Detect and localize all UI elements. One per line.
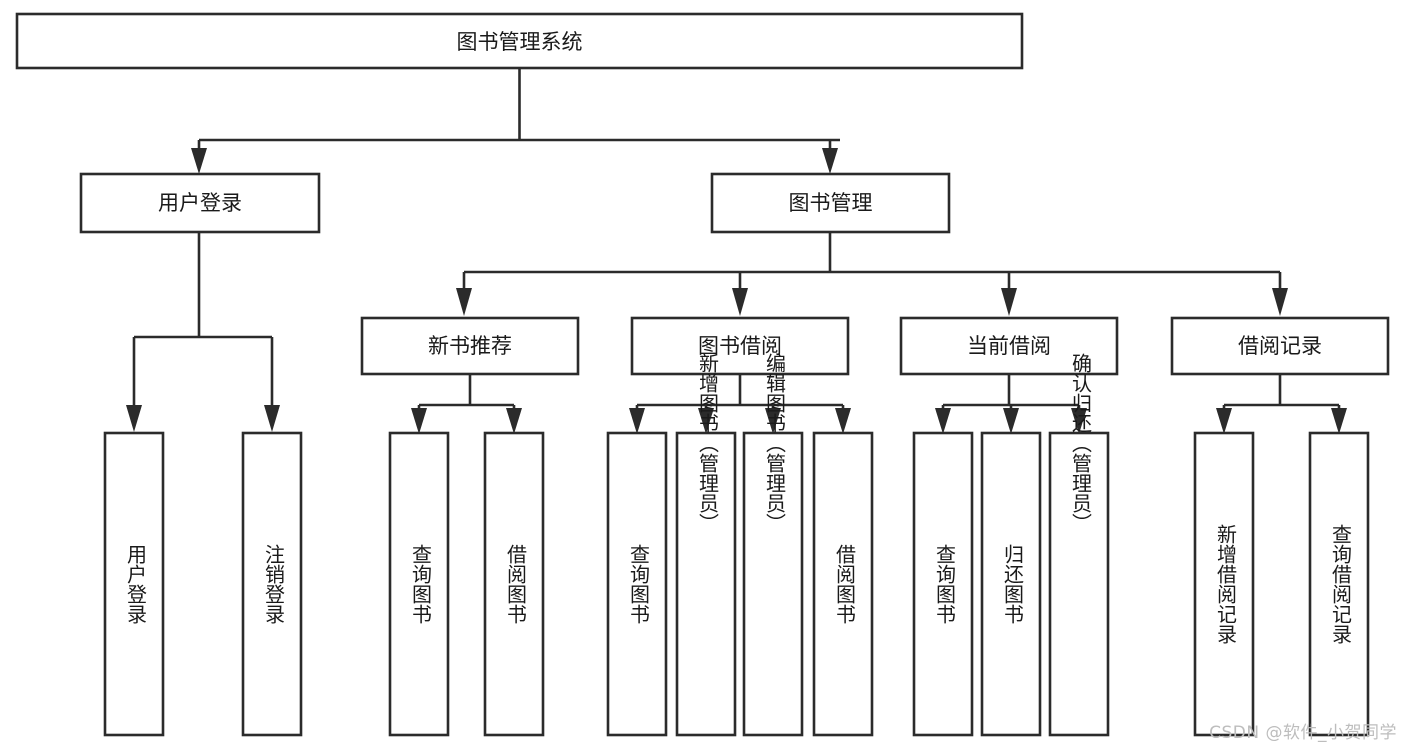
- connector-group-root-to-level2: [191, 68, 840, 174]
- arrow-head-cb-leaf-1: [935, 408, 951, 434]
- leaf-node-user-login-box[interactable]: [103, 431, 165, 737]
- leaf-node-bb-borrow-book[interactable]: 借阅图书: [812, 431, 874, 737]
- leaf-node-bb-borrow-book-label: 借阅图书: [833, 544, 857, 624]
- leaf-node-logout-label: 注销登录: [262, 544, 286, 624]
- leaf-node-cb-query-book-label: 查询图书: [933, 544, 957, 624]
- arrow-head-borrow-record: [1272, 288, 1288, 316]
- node-root-system[interactable]: 图书管理系统: [15, 12, 1024, 70]
- leaf-node-cb-confirm-return[interactable]: 确认归还（管理员）: [1048, 353, 1110, 737]
- node-current-borrow-box[interactable]: [899, 316, 1119, 376]
- leaf-node-cb-confirm-return-box[interactable]: [1048, 431, 1110, 737]
- leaf-node-bb-edit-book[interactable]: 编辑图书（管理员）: [742, 353, 804, 737]
- leaf-node-br-add-record-label: 新增借阅记录: [1214, 524, 1238, 644]
- node-new-book-recommend-label: 新书推荐: [428, 334, 512, 358]
- node-root-system-label: 图书管理系统: [457, 30, 583, 54]
- arrow-head-nbr-leaf-2: [506, 408, 522, 434]
- arrow-head-user-login: [191, 148, 207, 174]
- node-current-borrow-label: 当前借阅: [967, 334, 1051, 358]
- node-book-borrow-label: 图书借阅: [698, 334, 782, 358]
- node-borrow-record-label: 借阅记录: [1238, 334, 1322, 358]
- leaf-node-br-query-record[interactable]: 查询借阅记录: [1308, 431, 1370, 737]
- leaf-node-cb-return-book[interactable]: 归还图书: [980, 431, 1042, 737]
- leaf-node-cb-query-book[interactable]: 查询图书: [912, 431, 974, 737]
- arrow-head-bb-leaf-2: [698, 408, 714, 434]
- connector-group-book-manage-children: [456, 232, 1288, 316]
- leaf-node-cb-return-book-label: 归还图书: [1001, 544, 1025, 624]
- leaf-node-user-login-label: 用户登录: [124, 544, 148, 624]
- leaf-node-bb-borrow-book-box[interactable]: [812, 431, 874, 737]
- leaf-node-br-add-record-box[interactable]: [1193, 431, 1255, 737]
- connector-group-user-login-children: [126, 232, 280, 432]
- leaf-node-bb-query-book[interactable]: 查询图书: [606, 431, 668, 737]
- arrow-head-br-leaf-1: [1216, 408, 1232, 434]
- node-current-borrow[interactable]: 当前借阅: [899, 316, 1119, 376]
- leaf-node-bb-edit-book-box[interactable]: [742, 431, 804, 737]
- leaf-node-nbr-query-book[interactable]: 查询图书: [388, 431, 450, 737]
- leaf-node-br-add-record[interactable]: 新增借阅记录: [1193, 431, 1255, 737]
- node-user-login[interactable]: 用户登录: [79, 172, 321, 234]
- leaf-node-nbr-borrow-book-label: 借阅图书: [504, 544, 528, 624]
- connector-group-current-borrow-children: [935, 374, 1087, 434]
- leaf-node-nbr-borrow-book[interactable]: 借阅图书: [483, 431, 545, 737]
- node-book-manage-box[interactable]: [710, 172, 951, 234]
- leaf-node-cb-confirm-return-label: 确认归还（管理员）: [1069, 353, 1093, 533]
- arrow-head-bb-leaf-3: [765, 408, 781, 434]
- node-new-book-recommend-box[interactable]: [360, 316, 580, 376]
- leaf-node-br-query-record-label: 查询借阅记录: [1329, 524, 1353, 644]
- arrow-head-book-manage: [822, 148, 838, 174]
- node-root-system-box[interactable]: [15, 12, 1024, 70]
- arrow-head-cb-leaf-3: [1071, 408, 1087, 434]
- connector-group-new-book-recommend-children: [411, 374, 522, 434]
- leaf-node-cb-query-book-box[interactable]: [912, 431, 974, 737]
- node-user-login-label: 用户登录: [158, 191, 242, 215]
- arrow-head-br-leaf-2: [1331, 408, 1347, 434]
- leaf-node-bb-add-book-box[interactable]: [675, 431, 737, 737]
- leaf-node-nbr-query-book-label: 查询图书: [409, 544, 433, 624]
- arrow-head-current-borrow: [1001, 288, 1017, 316]
- arrow-head-bb-leaf-1: [629, 408, 645, 434]
- node-user-login-box[interactable]: [79, 172, 321, 234]
- arrow-head-new-book-recommend: [456, 288, 472, 316]
- leaf-node-cb-return-book-box[interactable]: [980, 431, 1042, 737]
- leaf-node-nbr-query-book-box[interactable]: [388, 431, 450, 737]
- leaf-node-bb-edit-book-label: 编辑图书（管理员）: [763, 353, 787, 533]
- arrow-head-leaf-user-login: [126, 405, 142, 432]
- leaf-node-logout[interactable]: 注销登录: [241, 431, 303, 737]
- node-new-book-recommend[interactable]: 新书推荐: [360, 316, 580, 376]
- leaf-node-logout-box[interactable]: [241, 431, 303, 737]
- node-book-manage[interactable]: 图书管理: [710, 172, 951, 234]
- node-borrow-record-box[interactable]: [1170, 316, 1390, 376]
- leaf-node-nbr-borrow-book-box[interactable]: [483, 431, 545, 737]
- arrow-head-leaf-logout: [264, 405, 280, 432]
- arrow-head-cb-leaf-2: [1003, 408, 1019, 434]
- leaf-node-bb-add-book-label: 新增图书（管理员）: [696, 353, 720, 533]
- arrow-head-book-borrow: [732, 288, 748, 316]
- connector-group-book-borrow-children: [629, 374, 851, 434]
- node-borrow-record[interactable]: 借阅记录: [1170, 316, 1390, 376]
- node-book-borrow[interactable]: 图书借阅: [630, 316, 850, 376]
- connector-group-borrow-record-children: [1216, 374, 1347, 434]
- arrow-head-bb-leaf-4: [835, 408, 851, 434]
- leaf-node-bb-query-book-box[interactable]: [606, 431, 668, 737]
- arrow-head-nbr-leaf-1: [411, 408, 427, 434]
- leaf-node-user-login[interactable]: 用户登录: [103, 431, 165, 737]
- leaf-node-bb-add-book[interactable]: 新增图书（管理员）: [675, 353, 737, 737]
- leaf-node-bb-query-book-label: 查询图书: [627, 544, 651, 624]
- leaf-node-br-query-record-box[interactable]: [1308, 431, 1370, 737]
- node-book-borrow-box[interactable]: [630, 316, 850, 376]
- node-book-manage-label: 图书管理: [789, 191, 873, 215]
